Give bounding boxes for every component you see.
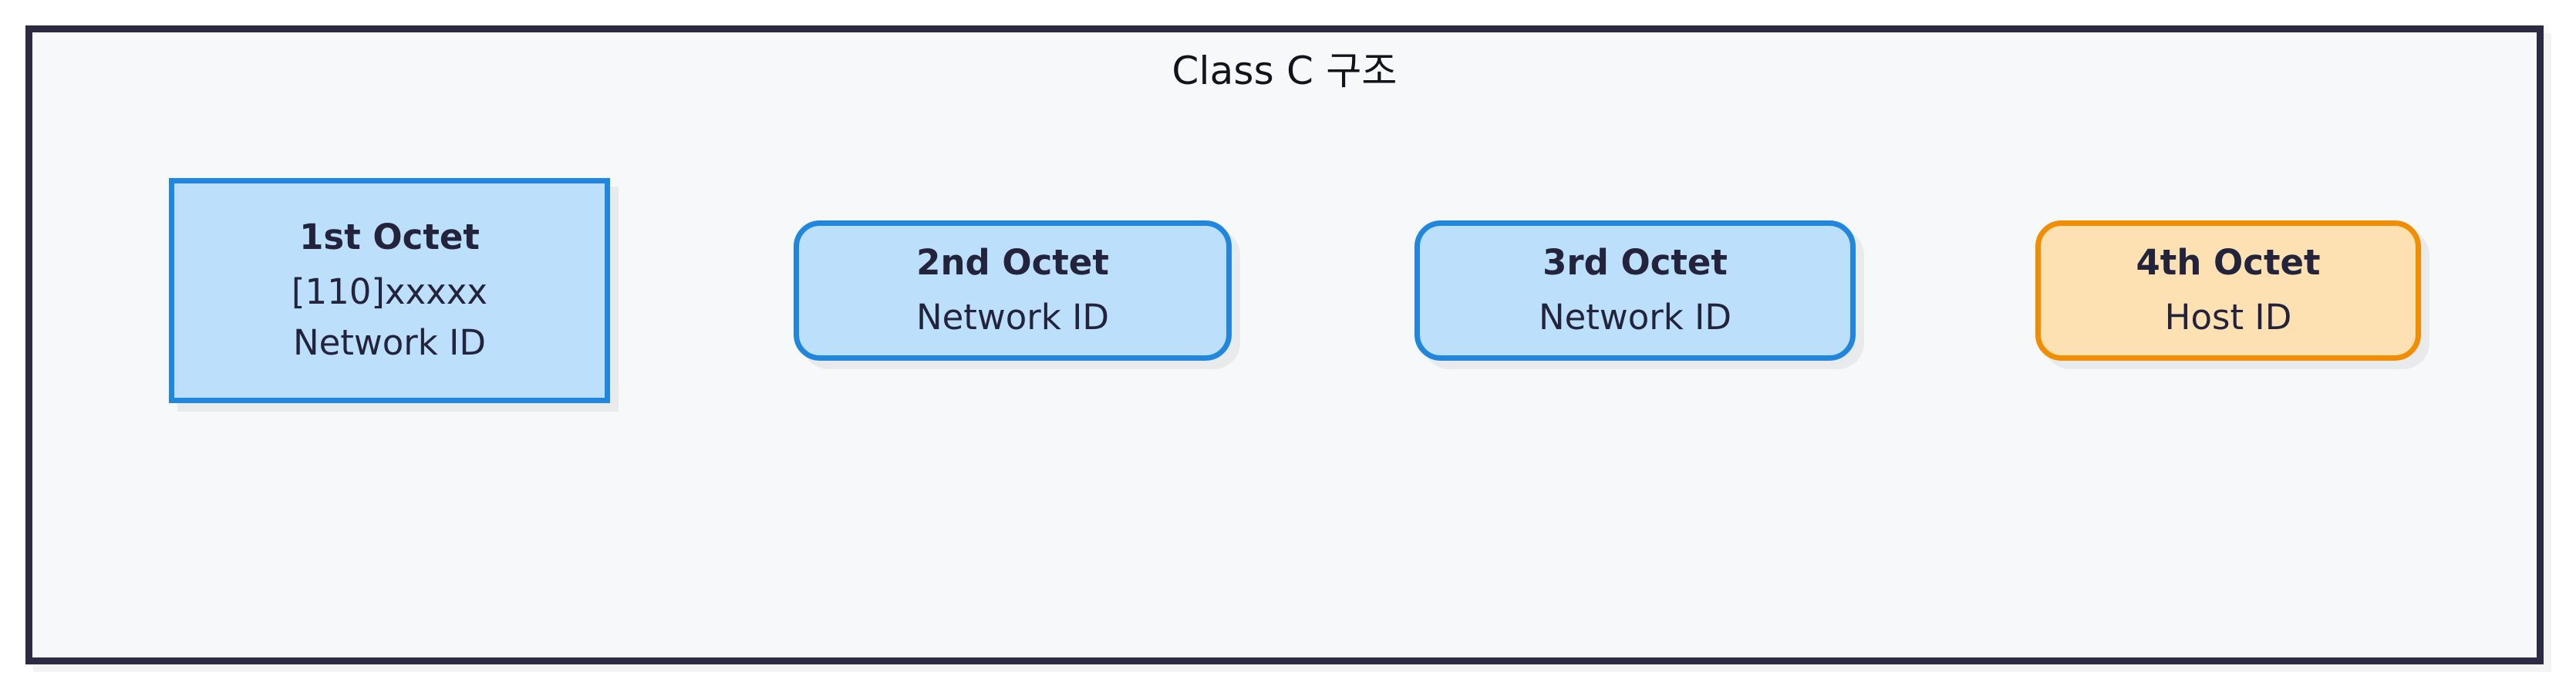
octet-4-title: 4th Octet [2136,242,2321,284]
octet-box-4th[interactable]: 4th Octet Host ID [2035,220,2421,361]
octet-1-role-label: Network ID [292,322,487,364]
octet-2-title: 2nd Octet [916,242,1109,284]
octet-1-title: 1st Octet [299,216,480,257]
octet-box-3rd[interactable]: 3rd Octet Network ID [1414,220,1856,361]
class-c-diagram-frame: Class C 구조 1st Octet [110]xxxxx Network … [25,25,2544,664]
octet-box-2nd[interactable]: 2nd Octet Network ID [794,220,1232,361]
octet-2-role-label: Network ID [915,297,1110,338]
octet-3-title: 3rd Octet [1543,242,1728,284]
octet-1-bitpattern: [110]xxxxx [291,271,488,312]
octet-3-role-label: Network ID [1538,297,1732,338]
octet-box-1st[interactable]: 1st Octet [110]xxxxx Network ID [169,178,610,403]
octet-4-role-label: Host ID [2164,297,2292,338]
diagram-title: Class C 구조 [1172,49,1398,93]
